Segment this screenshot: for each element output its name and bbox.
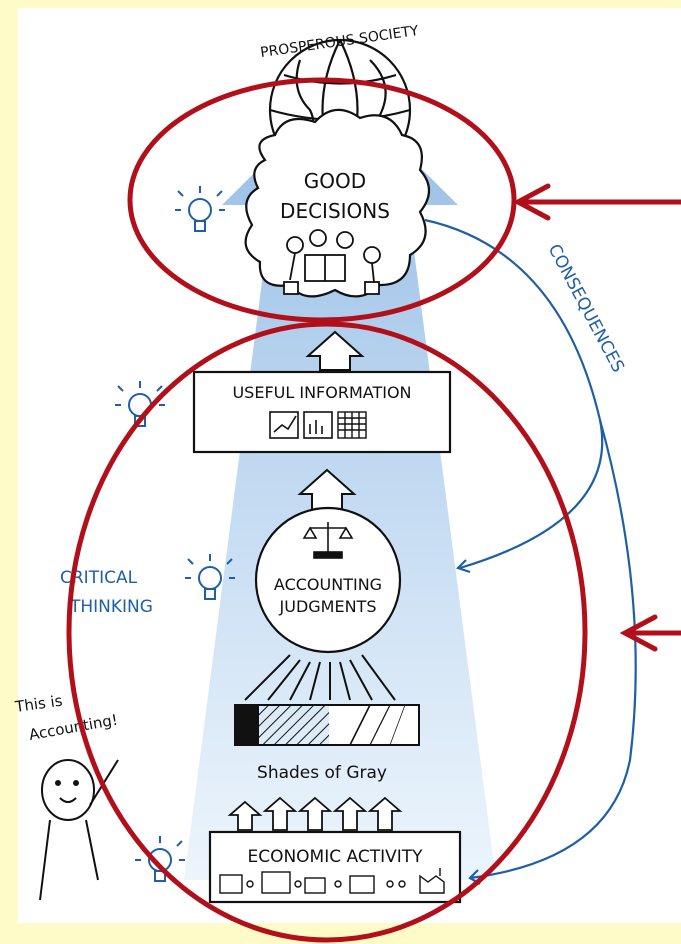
good-decisions-title-1: GOOD <box>304 169 366 193</box>
accounting-judgments-title-2: JUDGMENTS <box>279 597 377 616</box>
arrow-up-info <box>305 330 365 371</box>
highlight-ellipse-top <box>127 77 517 323</box>
economic-activity-box <box>208 830 462 904</box>
factory-icon <box>219 868 445 894</box>
economic-activity-label: ECONOMIC ACTIVITY <box>247 847 423 867</box>
gray-scale-bar <box>234 704 420 746</box>
useful-information-label: USEFUL INFORMATION <box>232 383 411 402</box>
people-icon <box>283 229 381 295</box>
highlight-arrow-top <box>512 183 681 221</box>
critical-thinking-line-2: THINKING <box>69 597 153 617</box>
good-decisions-title-2: DECISIONS <box>280 199 390 223</box>
critical-thinking-line-1: CRITICAL <box>60 568 138 588</box>
accounting-judgments-title-1: ACCOUNTING <box>274 575 382 594</box>
highlight-arrow-bottom <box>619 614 681 652</box>
highlight-ellipse-bottom <box>66 321 588 943</box>
lightbulb-icon <box>175 186 225 232</box>
scale-icon <box>302 522 354 559</box>
grid-icon <box>337 411 367 439</box>
lightbulb-icon <box>185 554 235 600</box>
chart-icon <box>269 411 333 439</box>
judgment-arrows <box>244 654 396 701</box>
shades-of-gray-label: Shades of Gray <box>257 763 387 783</box>
stick-figure-icon <box>39 759 119 901</box>
lightbulb-icon <box>135 836 185 882</box>
up-arrows <box>227 796 403 831</box>
accounting-judgments-circle <box>254 506 402 654</box>
